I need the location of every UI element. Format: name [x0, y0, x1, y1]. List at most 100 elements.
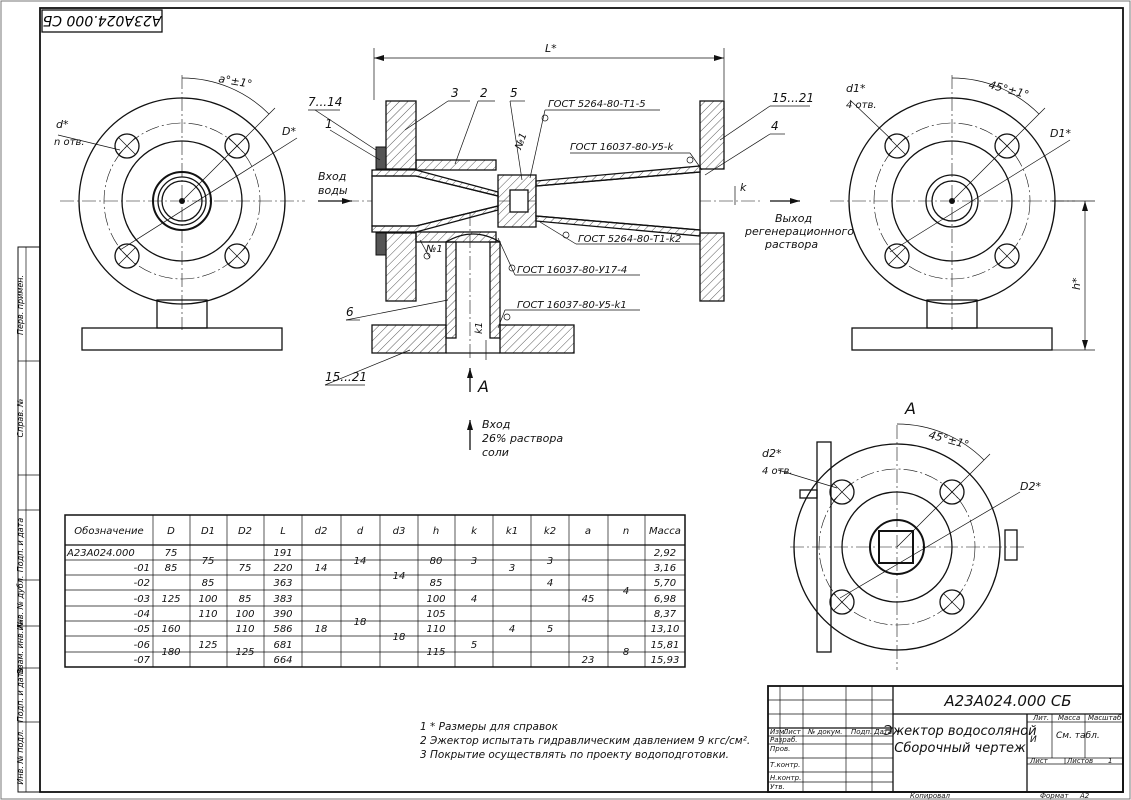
tb-row-prov: Пров.: [770, 745, 790, 753]
tb-name-1: Эжектор водосоляной: [882, 724, 1036, 739]
tb-lit-val: И: [1030, 735, 1037, 745]
tb-col-izm: Изм.: [770, 728, 786, 736]
cell-mass: 3,16: [654, 563, 676, 574]
callout-4: 4: [771, 119, 779, 133]
callout-2: 2: [480, 86, 488, 100]
cell-k: 5: [471, 640, 477, 651]
th-L: L: [280, 526, 286, 537]
cell-d3: 14: [393, 571, 406, 582]
tb-row-utv: Утв.: [770, 783, 785, 791]
weld-no1-bottom: №1: [425, 244, 443, 255]
th-d2: d2: [315, 526, 328, 537]
th-k2: k2: [544, 526, 556, 537]
callout-1: 1: [325, 117, 333, 131]
th-designation: Обозначение: [74, 525, 143, 537]
weld-2-text: ГОСТ 16037-80-У5-k: [570, 142, 675, 153]
cell-L: 220: [273, 563, 292, 574]
cell-k2: 3: [547, 556, 553, 567]
th-D: D: [167, 526, 175, 537]
cell-L: 191: [273, 548, 292, 559]
left-angle-label: a°±1°: [217, 72, 253, 91]
tb-name-2: Сборочный чертеж: [894, 741, 1026, 756]
cell-d: 14: [354, 556, 367, 567]
weld-4-text: ГОСТ 16037-80-У17-4: [517, 265, 627, 276]
callout-7-14: 7...14: [308, 95, 342, 109]
tb-mass-val: См. табл.: [1056, 731, 1100, 741]
inlet-salt-2: 26% раствора: [482, 432, 563, 445]
cell-k1: 4: [509, 624, 515, 635]
technical-notes: 1 * Размеры для справок 2 Эжектор испыта…: [420, 721, 750, 761]
cell-mass: 15,93: [651, 655, 680, 666]
cell-d2: 14: [315, 563, 328, 574]
th-d3: d3: [393, 526, 406, 537]
cell-designation: -03: [134, 594, 150, 605]
cell-h: 115: [426, 647, 445, 658]
inlet-salt-1: Вход: [482, 418, 510, 431]
cell-n: 8: [623, 647, 629, 658]
weld-no1-top: №1: [513, 132, 529, 152]
callout-15-21-top: 15...21: [772, 91, 814, 105]
cell-L: 363: [273, 578, 292, 589]
strip-podp1: Подп. и дата: [16, 518, 25, 573]
cell-d2: 18: [315, 624, 328, 635]
cell-D1: 110: [198, 609, 217, 620]
cell-k: 3: [471, 556, 477, 567]
tb-col-date: Дата: [873, 728, 892, 736]
callout-15-21-bottom: 15...21: [325, 370, 367, 384]
title-block: A23A024.000 СБ Эжектор водосоляной Сборо…: [767, 685, 1124, 800]
cell-mass: 6,98: [654, 594, 676, 605]
tb-format-val: A2: [1079, 792, 1090, 800]
cell-h: 110: [426, 624, 445, 635]
cell-designation: -04: [134, 609, 150, 620]
th-k1: k1: [506, 526, 518, 537]
outlet-1: Выход: [775, 212, 812, 225]
cell-mass: 15,81: [651, 640, 680, 651]
cell-D2: 75: [239, 563, 252, 574]
tb-mass: Масса: [1058, 714, 1080, 722]
inlet-water-1: Вход: [318, 170, 346, 183]
view-a-angle-label: 45°±1°: [927, 428, 970, 451]
cell-D: 85: [165, 563, 178, 574]
cell-a: 23: [582, 655, 595, 666]
weld-3-text: ГОСТ 5264-80-Т1-k2: [578, 234, 681, 245]
cell-D2: 85: [239, 594, 252, 605]
cell-D2: 110: [235, 624, 254, 635]
note-3: 3 Покрытие осуществлять по проекту водоп…: [420, 749, 729, 761]
strip-dubl: Инв. № дубл.: [16, 576, 25, 631]
cell-designation: -01: [134, 563, 150, 574]
th-h: h: [433, 526, 439, 537]
callout-6: 6: [346, 305, 354, 319]
cell-k1: 3: [509, 563, 515, 574]
tb-format: Формат: [1040, 792, 1069, 800]
inlet-water-2: воды: [318, 184, 348, 197]
cell-D1: 75: [202, 556, 215, 567]
view-a-D2-label: D2*: [1020, 480, 1041, 493]
right-D1-label: D1*: [1050, 127, 1071, 140]
dim-k1: k1: [474, 322, 485, 334]
dim-L: L*: [545, 42, 557, 55]
side-strip: Перв. примен. Справ. № Подп. и дата Инв.…: [16, 246, 41, 793]
tb-row-nkontr: Н.контр.: [770, 774, 801, 782]
tb-row-tkontr: Т.контр.: [770, 761, 800, 769]
th-D2: D2: [238, 526, 252, 537]
strip-vzam: Взам. инв. №: [16, 620, 25, 674]
cell-n: 4: [623, 586, 629, 597]
cell-designation: -02: [134, 578, 150, 589]
tb-lit: Лит.: [1032, 714, 1049, 722]
cell-k: 4: [471, 594, 477, 605]
tb-row-razrab: Разраб.: [770, 736, 798, 744]
callout-5: 5: [510, 86, 518, 100]
callout-3: 3: [451, 86, 459, 100]
cell-D1: 85: [202, 578, 215, 589]
cell-k2: 4: [547, 578, 553, 589]
strip-perv: Перв. примен.: [16, 275, 25, 335]
strip-podl: Инв. № подл.: [16, 729, 25, 784]
cell-D2: 100: [235, 609, 254, 620]
cell-designation: -07: [134, 655, 151, 666]
cell-L: 586: [273, 624, 292, 635]
left-end-view: a°±1° d* n отв. D*: [54, 72, 305, 351]
tb-sheet: Лист: [1029, 757, 1049, 765]
tb-designation: A23A024.000 СБ: [943, 692, 1071, 710]
cell-mass: 8,37: [654, 609, 677, 620]
